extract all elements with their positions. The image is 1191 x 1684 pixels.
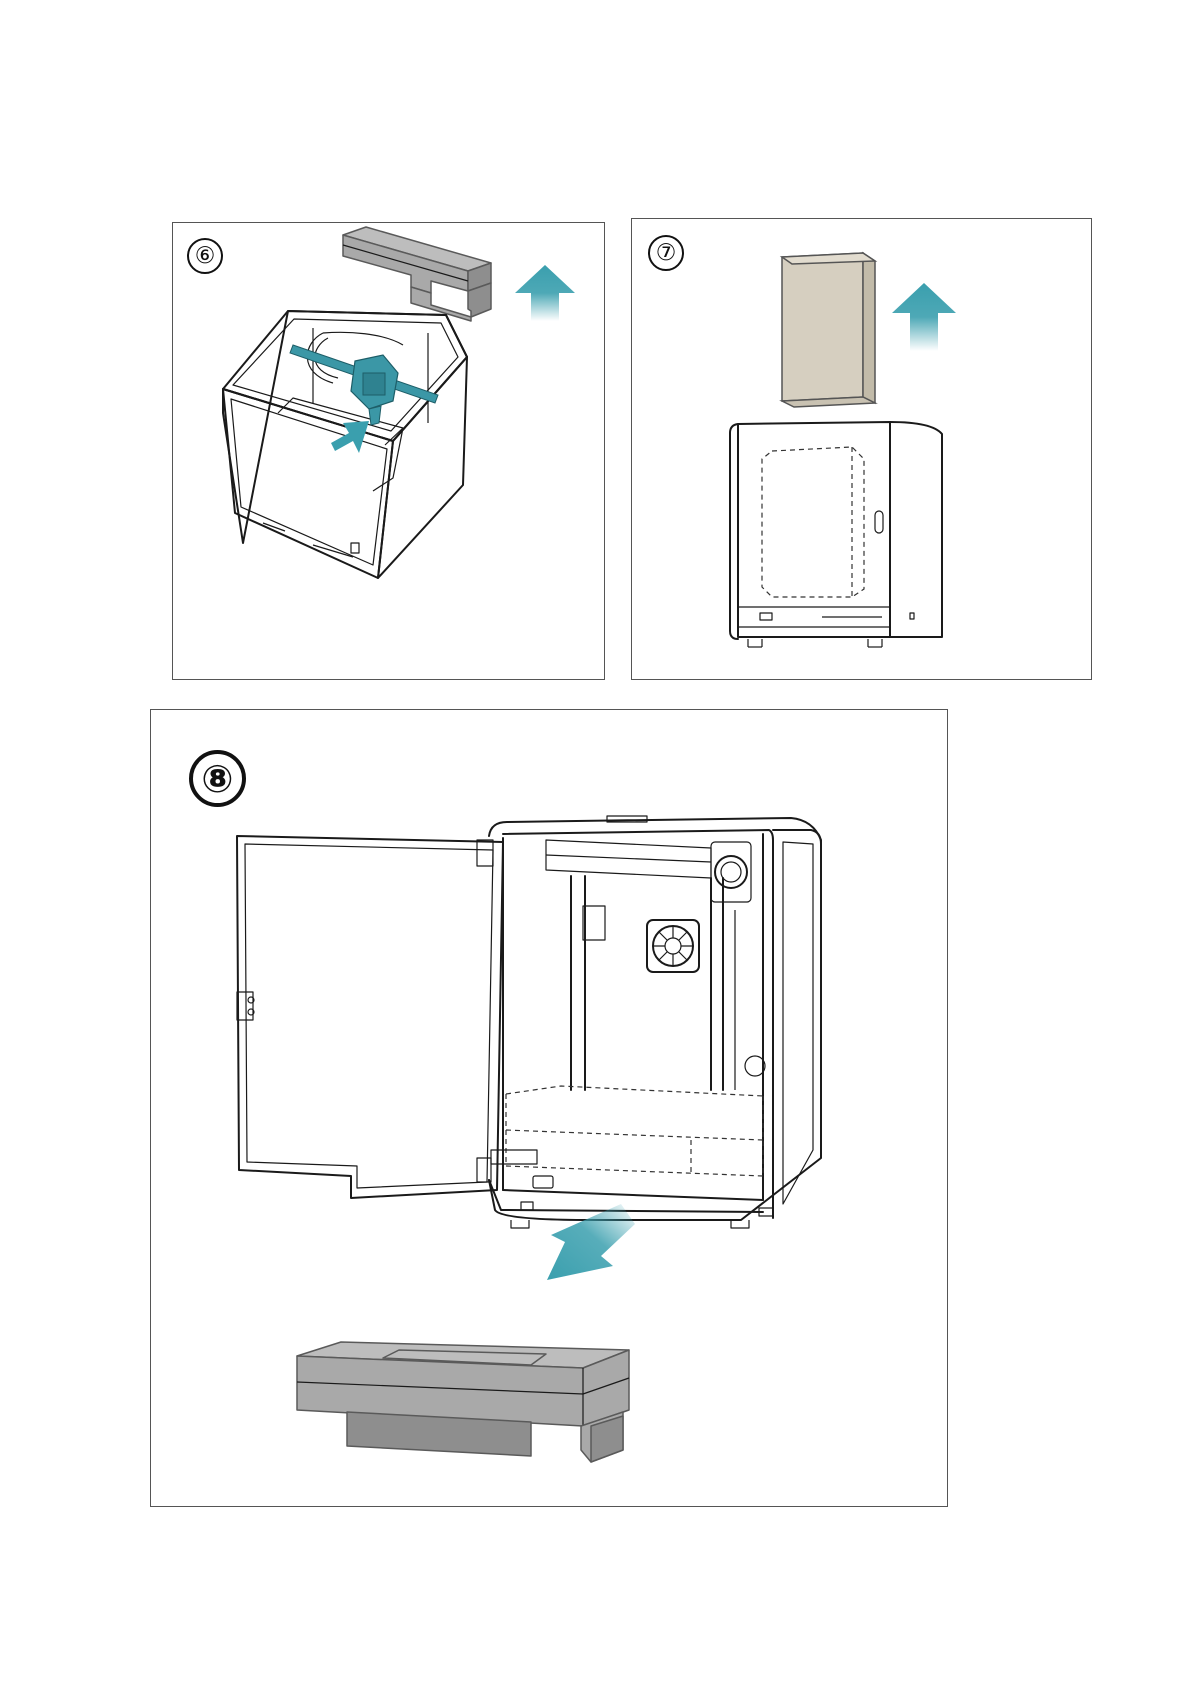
up-arrow-icon [515,265,575,321]
accessory-box [782,253,875,407]
direction-arrow-icon [331,421,369,453]
printer-body [477,816,821,1228]
printer-open-top [223,311,467,578]
step-7-illustration [632,219,1093,681]
step-7-panel: ⑦ [631,218,1092,680]
step-8-illustration [151,710,949,1508]
printer-door-open [237,836,503,1198]
foam-insert-top [343,227,491,321]
up-arrow-icon [892,283,956,351]
step-8-panel: ⑧ [150,709,948,1507]
printer-closed [730,422,942,647]
step-6-panel: ⑥ [172,222,605,680]
pull-out-arrow-icon [547,1204,635,1280]
step-6-illustration [173,223,606,681]
foam-insert-bottom [297,1342,629,1462]
